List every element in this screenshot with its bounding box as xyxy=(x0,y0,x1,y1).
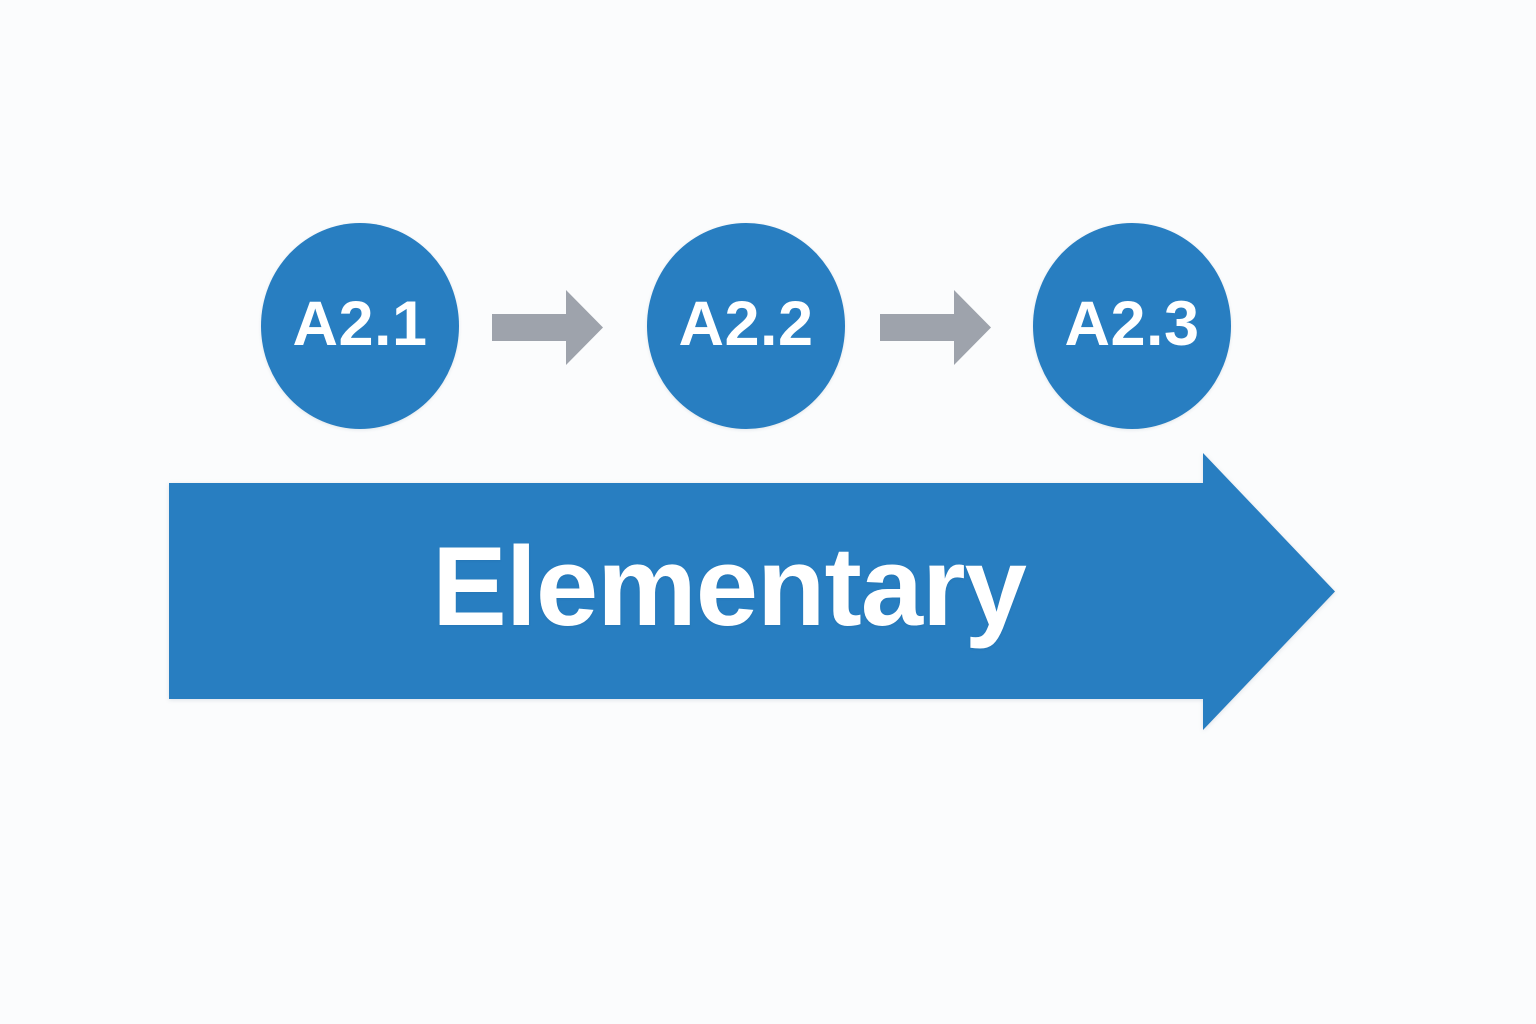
level-node-a2-3: A2.3 xyxy=(1033,223,1231,429)
right-arrow-icon xyxy=(880,290,991,365)
right-arrow-icon xyxy=(492,290,603,365)
banner-arrow-shape: Elementary xyxy=(169,453,1335,730)
level-node-label: A2.1 xyxy=(292,288,428,359)
banner-label: Elementary xyxy=(432,523,1027,649)
level-node-label: A2.3 xyxy=(1064,288,1200,359)
level-node-label: A2.2 xyxy=(678,288,814,359)
level-node-a2-1: A2.1 xyxy=(261,223,459,429)
level-node-a2-2: A2.2 xyxy=(647,223,845,429)
elementary-banner-arrow: Elementary xyxy=(169,453,1335,730)
